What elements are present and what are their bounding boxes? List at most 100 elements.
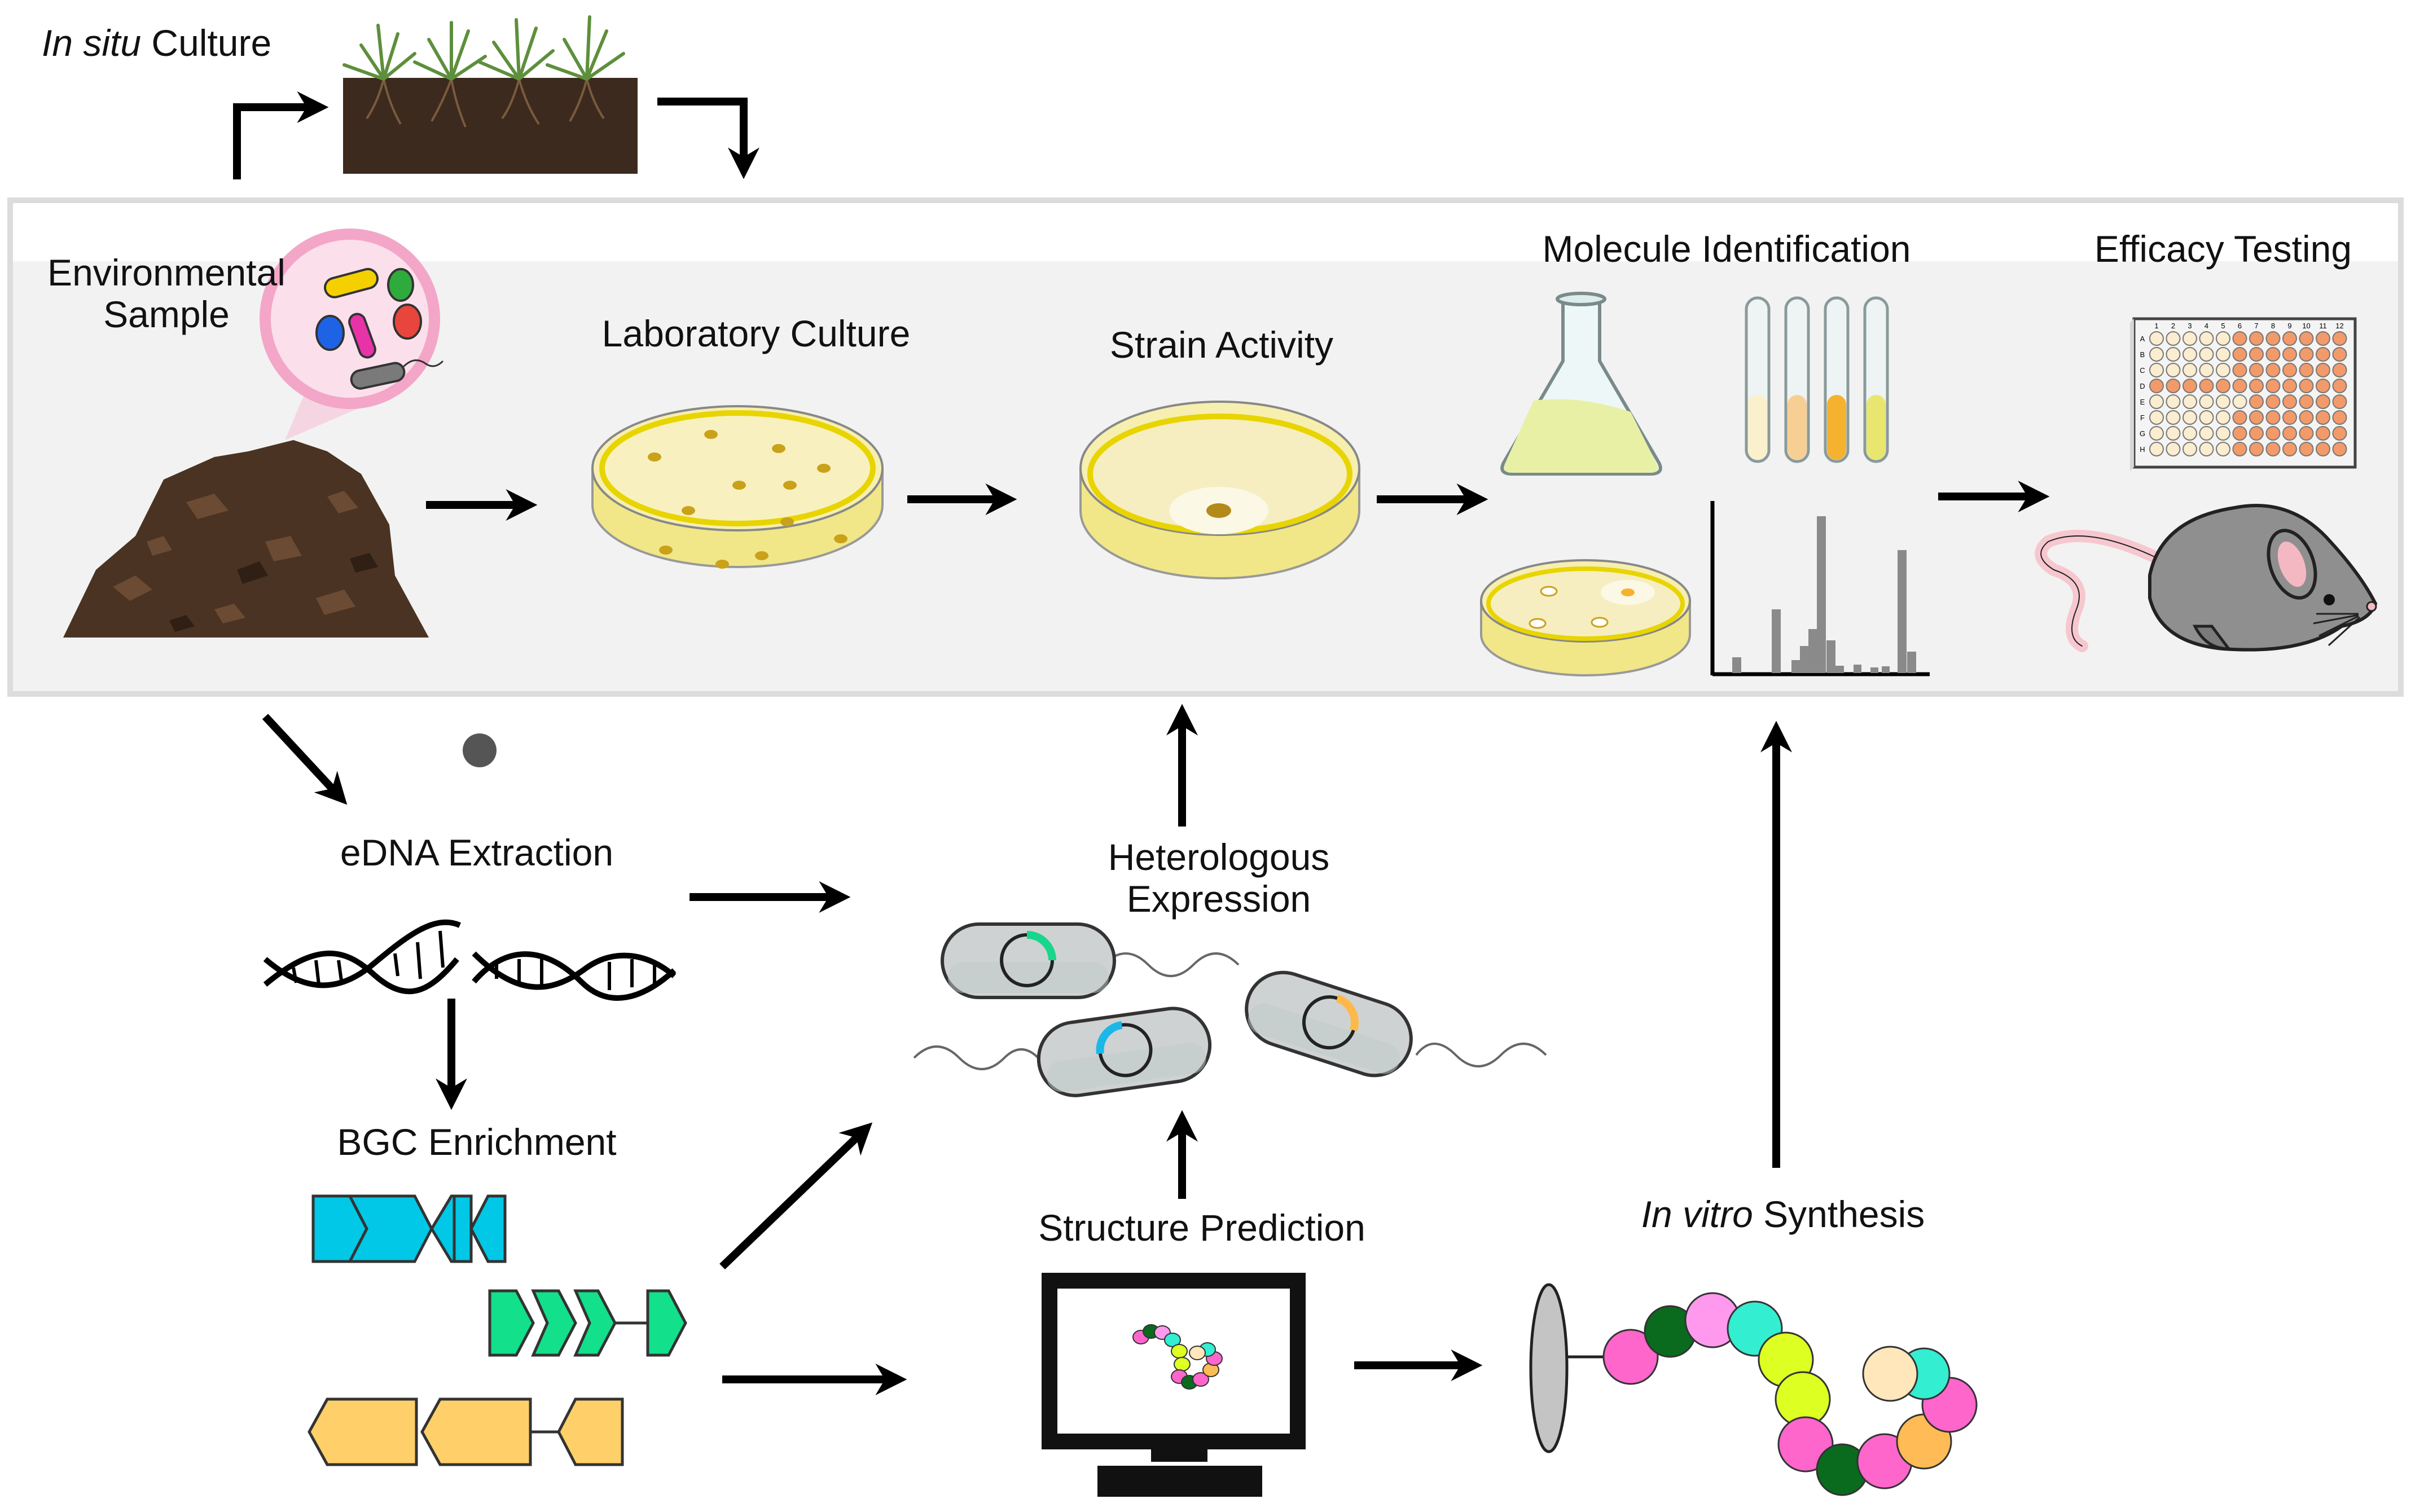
well bbox=[2265, 442, 2281, 456]
well-col-label: 12 bbox=[2335, 322, 2343, 330]
well bbox=[2216, 363, 2230, 377]
well-col-label: 4 bbox=[2204, 322, 2208, 330]
molecule-identification-label: Molecule Identification bbox=[1542, 228, 1911, 270]
well bbox=[2299, 363, 2314, 377]
well bbox=[2332, 363, 2347, 377]
well-col-label: 5 bbox=[2221, 322, 2225, 330]
well bbox=[2199, 363, 2214, 377]
well-col-label: 8 bbox=[2271, 322, 2275, 330]
well bbox=[2332, 426, 2347, 441]
in-situ-arrow-down bbox=[657, 98, 759, 179]
strain-activity-dish bbox=[1079, 401, 1360, 579]
well bbox=[2216, 426, 2230, 441]
well bbox=[2232, 394, 2247, 409]
well-col-label: 9 bbox=[2287, 322, 2291, 330]
well bbox=[2282, 347, 2297, 362]
bgc-enrichment-label: BGC Enrichment bbox=[337, 1121, 617, 1163]
well bbox=[2182, 347, 2197, 362]
well bbox=[2216, 394, 2230, 409]
lab-culture-dish bbox=[591, 405, 884, 569]
well bbox=[2166, 363, 2181, 377]
well bbox=[2265, 363, 2281, 377]
well bbox=[2182, 379, 2197, 393]
well bbox=[2249, 410, 2264, 425]
dna-helix-right bbox=[472, 951, 677, 1001]
well bbox=[2199, 426, 2214, 441]
well bbox=[2249, 331, 2264, 346]
well bbox=[2299, 442, 2314, 456]
bgc-green-genes bbox=[488, 1289, 687, 1357]
well bbox=[2282, 410, 2297, 425]
well bbox=[2149, 426, 2164, 441]
well bbox=[2316, 394, 2330, 409]
well bbox=[2149, 410, 2164, 425]
well bbox=[2166, 379, 2181, 393]
well bbox=[2232, 347, 2247, 362]
well bbox=[2182, 426, 2197, 441]
well-row-label: C bbox=[2140, 366, 2145, 375]
well-col-label: 6 bbox=[2238, 322, 2242, 330]
well bbox=[2316, 379, 2330, 393]
gray-dot bbox=[463, 733, 497, 767]
well bbox=[2299, 394, 2314, 409]
soil-block-with-grass bbox=[342, 15, 638, 174]
bgc-cyan-genes bbox=[311, 1194, 507, 1263]
well bbox=[2265, 410, 2281, 425]
in-situ-arrow-up bbox=[233, 91, 329, 179]
well bbox=[2182, 410, 2197, 425]
well-col-label: 3 bbox=[2188, 322, 2192, 330]
well-row-label: G bbox=[2140, 429, 2145, 438]
well-col-label: 7 bbox=[2254, 322, 2258, 330]
arrow-sample-to-edna bbox=[262, 714, 348, 805]
well bbox=[2316, 347, 2330, 362]
well-col-label: 1 bbox=[2154, 322, 2158, 330]
well bbox=[2182, 442, 2197, 456]
well bbox=[2282, 379, 2297, 393]
well bbox=[2249, 394, 2264, 409]
well bbox=[2282, 426, 2297, 441]
well-row-label: B bbox=[2140, 350, 2145, 359]
soil-pile bbox=[63, 440, 429, 638]
well-row-label: F bbox=[2140, 414, 2145, 422]
dna-helix-left bbox=[263, 919, 462, 995]
bacterium-2 bbox=[913, 1006, 1212, 1097]
well bbox=[2299, 379, 2314, 393]
panel-top-band bbox=[13, 203, 2398, 261]
well bbox=[2249, 442, 2264, 456]
well bbox=[2332, 394, 2347, 409]
well bbox=[2149, 394, 2164, 409]
well bbox=[2332, 410, 2347, 425]
well bbox=[2149, 331, 2164, 346]
well bbox=[2299, 410, 2314, 425]
well bbox=[2149, 442, 2164, 456]
bacterium-1 bbox=[941, 922, 1240, 999]
well-row-label: H bbox=[2140, 445, 2145, 454]
well bbox=[2216, 442, 2230, 456]
well bbox=[2149, 347, 2164, 362]
well bbox=[2265, 426, 2281, 441]
well bbox=[2199, 347, 2214, 362]
well bbox=[2166, 442, 2181, 456]
well bbox=[2299, 331, 2314, 346]
well bbox=[2282, 363, 2297, 377]
well bbox=[2232, 363, 2247, 377]
well bbox=[2232, 426, 2247, 441]
well bbox=[2166, 331, 2181, 346]
well-row-label: A bbox=[2140, 335, 2145, 343]
test-tubes bbox=[1745, 296, 1889, 463]
well bbox=[2232, 410, 2247, 425]
well bbox=[2166, 426, 2181, 441]
well bbox=[2332, 347, 2347, 362]
well-row-label: D bbox=[2140, 382, 2145, 390]
well bbox=[2316, 410, 2330, 425]
well bbox=[2316, 331, 2330, 346]
well bbox=[2166, 394, 2181, 409]
well bbox=[2216, 379, 2230, 393]
well bbox=[2166, 347, 2181, 362]
well bbox=[2332, 379, 2347, 393]
well bbox=[2182, 363, 2197, 377]
in-situ-culture-label: In situ Culture bbox=[42, 22, 272, 64]
